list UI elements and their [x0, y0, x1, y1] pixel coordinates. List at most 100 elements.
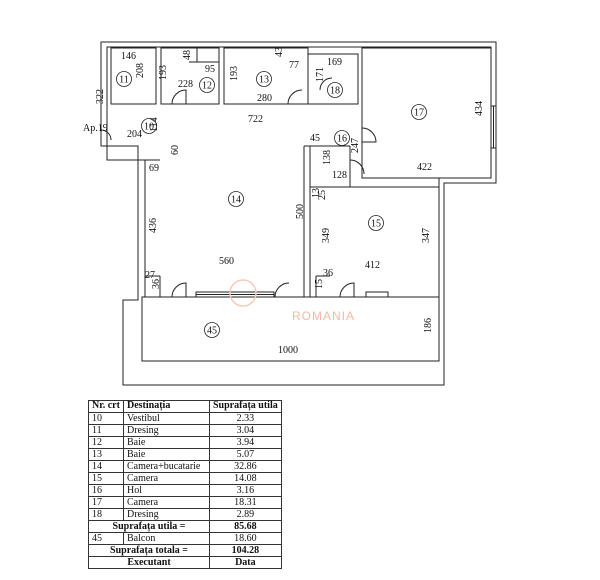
room-number-10: 10	[144, 122, 154, 133]
room-nr: 16	[88, 484, 124, 497]
col-area-header: Suprafața utila	[209, 400, 282, 413]
room-number-18: 18	[330, 86, 340, 97]
apartment-label: Ap.19	[83, 123, 108, 134]
room-name: Dresing	[123, 424, 210, 437]
dimension-label: 36	[323, 268, 333, 279]
wall-room-12	[160, 47, 220, 105]
dimension-label: 13	[311, 188, 322, 198]
room-name: Camera+bucatarie	[123, 460, 210, 473]
room-number-14: 14	[231, 195, 241, 206]
room-circle-12	[199, 77, 215, 93]
dimension-label: 169	[327, 57, 342, 68]
wall-room-18	[307, 53, 359, 105]
room-nr: 14	[88, 460, 124, 473]
room-nr: 13	[88, 448, 124, 461]
room-nr: 12	[88, 436, 124, 449]
wall-room-11	[110, 47, 157, 105]
dimension-label: 77	[289, 60, 299, 71]
date-label: Data	[209, 556, 282, 569]
room-nr: 10	[88, 412, 124, 425]
room-number-45: 45	[207, 326, 217, 337]
total-area-row: Suprafața totala =104.28	[88, 544, 282, 557]
dimension-label: 722	[248, 114, 263, 125]
room-circle-18	[327, 82, 343, 98]
room-area: 14.08	[209, 472, 282, 485]
dimension-label: 204	[127, 129, 142, 140]
room-area: 2.33	[209, 412, 282, 425]
room-name: Baie	[123, 448, 210, 461]
room-nr: 17	[88, 496, 124, 509]
executant-label: Executant	[88, 556, 210, 569]
room-name: Hol	[123, 484, 210, 497]
dimension-label: 500	[295, 204, 306, 219]
window	[365, 291, 389, 298]
room-area: 18.31	[209, 496, 282, 509]
room-number-11: 11	[119, 75, 129, 86]
dimension-label: 146	[121, 51, 136, 62]
util-area-label: Suprafața utila =	[88, 520, 210, 533]
col-nr-header: Nr. crt	[88, 400, 124, 413]
room-nr: 18	[88, 508, 124, 521]
room-nr: 11	[88, 424, 124, 437]
col-destination-header: Destinația	[123, 400, 210, 413]
room-circle-17	[411, 104, 427, 120]
dimension-label: 45	[310, 133, 320, 144]
room-number-12: 12	[202, 81, 212, 92]
dimension-label: 69	[149, 163, 159, 174]
room-area: 5.07	[209, 448, 282, 461]
watermark-text: ROMANIA	[292, 309, 355, 323]
room-area: 18.60	[209, 532, 282, 545]
dimension-label: 349	[321, 228, 332, 243]
dimension-label: 171	[315, 67, 326, 82]
total-area-value: 104.28	[209, 544, 282, 557]
room-number-17: 17	[414, 108, 424, 119]
dimension-label: 560	[219, 256, 234, 267]
total-area-label: Suprafața totala =	[88, 544, 210, 557]
dimension-label: 347	[421, 228, 432, 243]
room-area: 32.86	[209, 460, 282, 473]
dimension-label: 60	[170, 145, 181, 155]
room-name: Baie	[123, 436, 210, 449]
room-name: Camera	[123, 496, 210, 509]
room-circle-16	[334, 130, 350, 146]
room-circle-45	[204, 322, 220, 338]
dimension-label: 193	[158, 65, 169, 80]
room-name: Camera	[123, 472, 210, 485]
room-nr: 45	[88, 532, 124, 545]
dimension-label: 138	[322, 150, 333, 165]
dimension-label: 280	[257, 93, 272, 104]
dimension-label: 436	[148, 218, 159, 233]
dimension-label: 128	[332, 170, 347, 181]
dimension-label: 228	[178, 79, 193, 90]
room-area: 3.16	[209, 484, 282, 497]
dimension-label: 193	[229, 66, 240, 81]
dimension-label: 186	[423, 318, 434, 333]
dimension-label: 95	[205, 64, 215, 75]
util-area-value: 85.68	[209, 520, 282, 533]
dimension-label: 48	[182, 50, 193, 60]
dimension-label: 412	[365, 260, 380, 271]
room-area: 2.89	[209, 508, 282, 521]
util-area-row: Suprafața utila =85.68	[88, 520, 282, 533]
room-circle-13	[256, 71, 272, 87]
room-area: 3.94	[209, 436, 282, 449]
room-number-16: 16	[337, 134, 347, 145]
room-number-13: 13	[259, 75, 269, 86]
room-name: Balcon	[123, 532, 210, 545]
room-circle-10	[141, 118, 157, 134]
dimension-label: 114	[149, 117, 160, 132]
dimension-label: 208	[135, 63, 146, 78]
dimension-label: 15	[314, 279, 325, 289]
